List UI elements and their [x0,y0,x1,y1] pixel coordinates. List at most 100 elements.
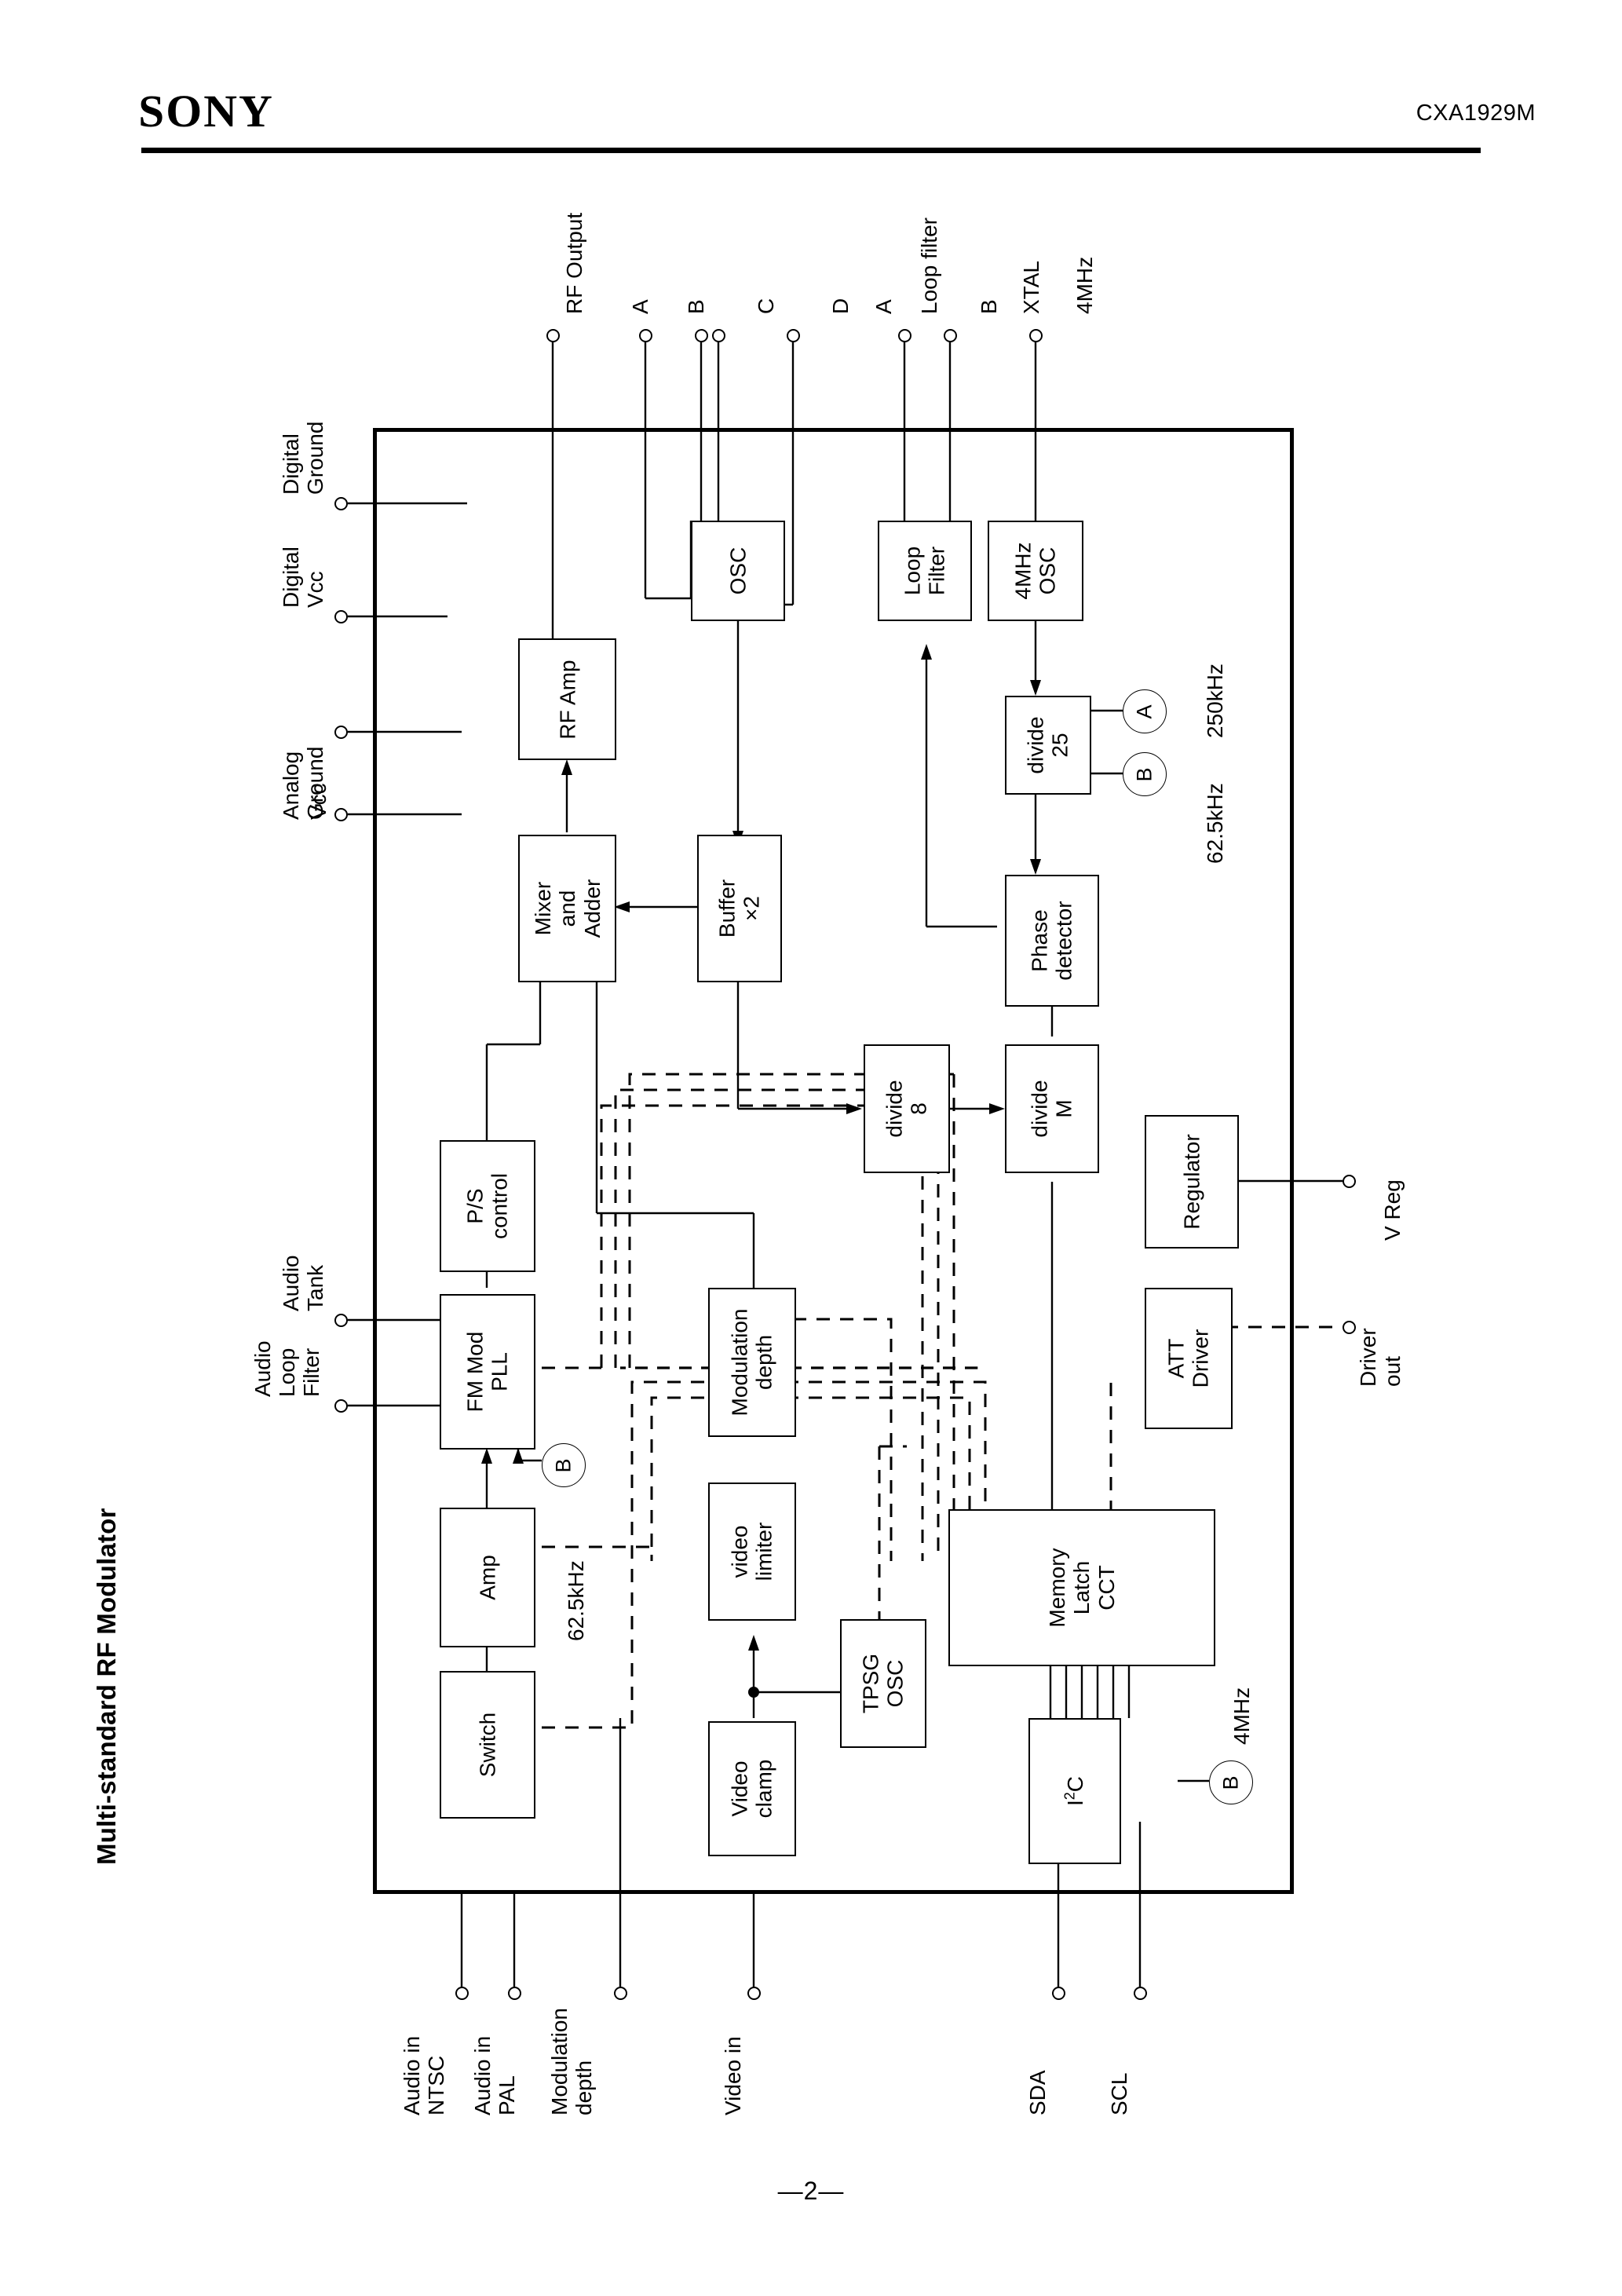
pin-rf-output-label: RF Output [562,212,586,314]
pin-lf-a-label: A [871,299,896,314]
pin-xtal[interactable] [1029,329,1043,342]
block-osc: OSC [691,521,785,621]
pin-video-in-label: Video in [721,2036,745,2115]
node-b-62k5-pll: B [1123,752,1167,796]
pin-analog-vcc-label: Vcc [306,783,331,820]
pin-osc-d[interactable] [787,329,800,342]
pin-rf-output[interactable] [546,329,560,342]
pin-analog-ground[interactable] [334,726,348,739]
block-regulator-label: Regulator [1179,1134,1204,1230]
pin-osc-c-label: C [754,298,778,314]
pin-loop-filter-label: Loop filter [917,218,941,314]
pin-sda-label: SDA [1025,2070,1050,2115]
pin-audio-tank[interactable] [334,1314,348,1327]
pin-xtal-4mhz-label: 4MHz [1072,256,1097,314]
block-rf-amp: RF Amp [518,638,616,760]
pin-video-in[interactable] [747,1987,761,2000]
pin-v-reg-label: V Reg [1380,1179,1405,1241]
pin-osc-b[interactable] [695,329,708,342]
node-a-letter: A [1132,704,1156,719]
node-b-fm-freq-label: 62.5kHz [564,1560,588,1641]
pin-osc-d-label: D [828,298,853,314]
pin-osc-c[interactable] [712,329,725,342]
block-i2c-label: I2C [1061,1775,1087,1807]
node-b-pll-freq-label: 62.5kHz [1203,783,1227,864]
block-switch-label: Switch [475,1712,500,1778]
block-rf-amp-label: RF Amp [554,659,579,740]
pin-digital-vcc[interactable] [334,610,348,623]
part-number: CXA1929M [1416,101,1536,126]
node-b-i2c-freq-label: 4MHz [1229,1687,1254,1745]
block-amp: Amp [440,1508,535,1647]
pin-v-reg[interactable] [1343,1175,1356,1188]
pin-modulation-depth[interactable] [614,1987,627,2000]
pin-scl-label: SCL [1107,2072,1131,2115]
node-b-i2c-letter: B [1218,1775,1243,1790]
pin-driver-out[interactable] [1343,1321,1356,1334]
block-buffer-x2: Buffer×2 [697,835,782,982]
node-b-fm-letter: B [551,1457,575,1473]
pin-osc-a[interactable] [639,329,652,342]
pin-audio-in-pal[interactable] [508,1987,521,2000]
node-b-4mhz-i2c: B [1209,1760,1253,1804]
block-i2c: I2C [1028,1718,1121,1864]
block-regulator: Regulator [1145,1115,1239,1249]
sony-logo: SONY [138,86,274,137]
node-a-freq-label: 250kHz [1203,664,1227,738]
pin-analog-vcc[interactable] [334,808,348,821]
pin-digital-ground[interactable] [334,497,348,510]
pin-xtal-label: XTAL [1019,261,1043,314]
pin-lf-b-label: B [977,299,1001,314]
pin-sda[interactable] [1052,1987,1065,2000]
pin-osc-b-label: B [684,299,708,314]
pin-lf-b[interactable] [944,329,957,342]
node-a-250khz: A [1123,689,1167,733]
pin-osc-a-label: A [628,299,652,314]
pin-scl[interactable] [1134,1987,1147,2000]
node-b-62k5-fm: B [542,1443,586,1487]
pin-lf-a[interactable] [898,329,911,342]
page-footer: —2— [777,2177,845,2205]
pin-audio-in-ntsc[interactable] [455,1987,469,2000]
pin-audio-loop-filter[interactable] [334,1399,348,1413]
block-switch: Switch [440,1671,535,1819]
block-osc-label: OSC [725,547,751,595]
block-amp-label: Amp [475,1555,500,1600]
